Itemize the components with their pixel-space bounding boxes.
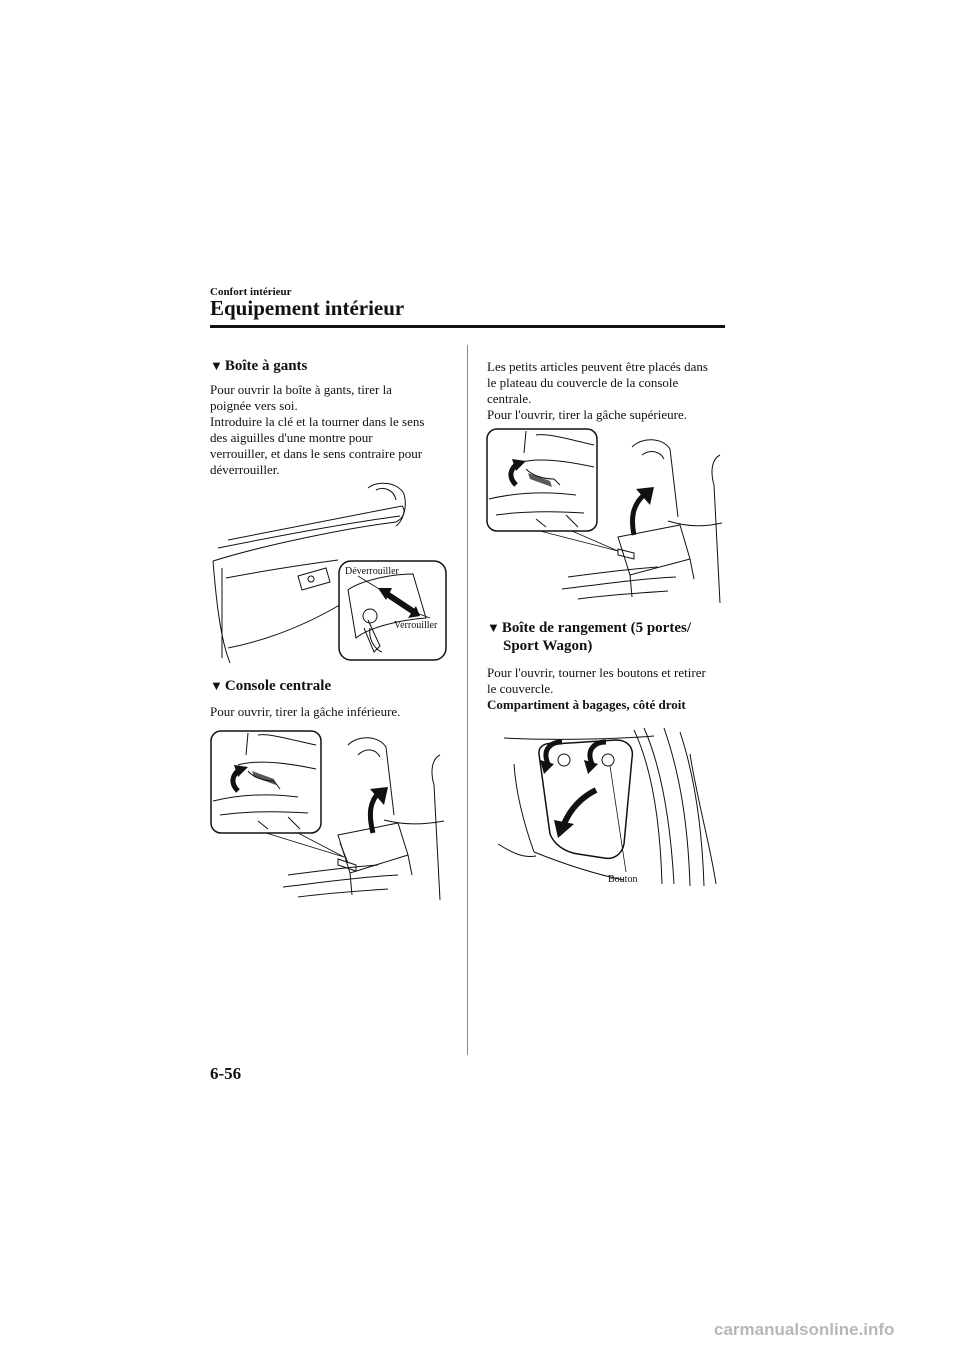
unlock-label: Déverrouiller	[345, 566, 400, 577]
lock-label: Verrouiller	[394, 620, 438, 631]
console-text: Pour ouvrir, tirer la gâche inférieure.	[210, 704, 401, 719]
triangle-icon: ▼	[210, 678, 223, 693]
triangle-icon: ▼	[487, 620, 500, 635]
console-heading: ▼Console centrale	[210, 678, 332, 694]
tray-text: Les petits articles peuvent être placés …	[487, 359, 708, 422]
glovebox-text: Pour ouvrir la boîte à gants, tirer la p…	[210, 382, 425, 477]
tray-illustration	[486, 428, 723, 604]
glovebox-heading: ▼Boîte à gants	[210, 358, 308, 374]
page-number: 6-56	[210, 1064, 242, 1083]
page-title: Equipement intérieur	[210, 296, 405, 320]
triangle-icon: ▼	[210, 358, 223, 373]
section-label: Confort intérieur	[210, 286, 292, 298]
storage-text: Pour l'ouvrir, tourner les boutons et re…	[487, 665, 706, 712]
storage-subheading: Compartiment à bagages, côté droit	[487, 697, 686, 712]
column-divider	[467, 345, 468, 1055]
title-rule	[210, 325, 725, 328]
storage-heading: ▼Boîte de rangement (5 portes/ Sport Wag…	[487, 620, 692, 654]
storage-illustration: Bouton	[497, 727, 717, 887]
console-illustration	[210, 730, 445, 901]
knob-label: Bouton	[608, 874, 637, 885]
glovebox-illustration: Déverrouiller Verrouiller	[212, 482, 447, 664]
footer-watermark[interactable]: carmanualsonline.info	[714, 1320, 895, 1339]
